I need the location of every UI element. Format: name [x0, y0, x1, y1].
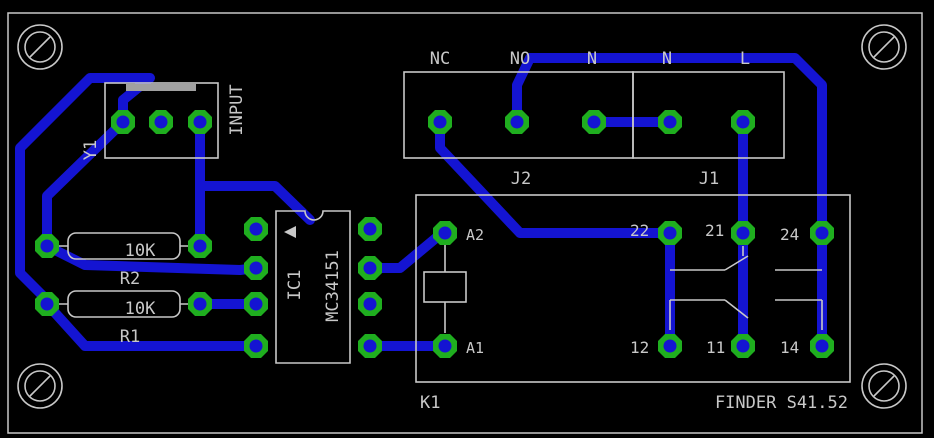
j1-outline: [632, 71, 785, 159]
ic-ref-label: IC1: [285, 270, 305, 301]
relay-contact-symbols: [669, 246, 823, 330]
ic-pad-1-drill: [249, 222, 263, 236]
ic-pad-2-drill: [249, 261, 263, 275]
trace-nc-22: [435, 117, 675, 238]
resistor-r2: [47, 232, 200, 260]
relay-contact-21-label: 21: [705, 221, 724, 240]
mounting-hole-top-left: [17, 24, 63, 70]
ic-pad-5-drill: [363, 339, 377, 353]
r2-value-label: 10K: [125, 241, 156, 261]
j2-pin-label-no: NO: [510, 49, 530, 69]
relay-part-label: FINDER S41.52: [715, 393, 848, 413]
input-pad-2-drill: [154, 115, 168, 129]
trace-input-right: [195, 117, 315, 225]
pads: [35, 110, 834, 358]
ic-pad-6-drill: [363, 297, 377, 311]
relay-22-pad-drill: [663, 226, 677, 240]
relay-11-pad-drill: [736, 339, 750, 353]
r2-pad-2-drill: [193, 239, 207, 253]
mounting-hole-top-right: [861, 24, 907, 70]
relay-21-pad-drill: [736, 226, 750, 240]
ic-pad-4-drill: [249, 339, 263, 353]
ic-pad-8-drill: [363, 222, 377, 236]
trace-ic-pin2: [42, 117, 128, 251]
j1-ref-label: J1: [699, 169, 719, 189]
relay-contact-24-label: 24: [780, 225, 799, 244]
ic-outline: [275, 210, 351, 364]
y1-ref-label: Y1: [81, 140, 101, 160]
board-outline: [7, 12, 923, 434]
r1-pad-1-drill: [40, 297, 54, 311]
j2-pin-label-n: N: [587, 49, 597, 69]
mounting-hole-bottom-right: [861, 363, 907, 409]
relay-14-pad-drill: [815, 339, 829, 353]
j1-pin-label-l: L: [740, 49, 750, 69]
j2-n-pad-drill: [587, 115, 601, 129]
relay-contact-22-label: 22: [630, 221, 649, 240]
j1-pin-label-n: N: [662, 49, 672, 69]
input-connector-outline: [104, 82, 219, 159]
r1-pad-2-drill: [193, 297, 207, 311]
r1-value-label: 10K: [125, 299, 156, 319]
trace-no: [512, 53, 827, 351]
j1-n-pad-drill: [663, 115, 677, 129]
ic-part-label: MC34151: [323, 250, 343, 322]
relay-a1-label: A1: [466, 339, 484, 357]
input-pad-3-drill: [193, 115, 207, 129]
resistor-r1: [47, 290, 200, 318]
ic-pad-3-drill: [249, 297, 263, 311]
input-connector-tab: [126, 84, 196, 91]
relay-contact-14-label: 14: [780, 338, 799, 357]
input-label: INPUT: [227, 84, 247, 135]
relay-coil-symbol: [423, 271, 467, 303]
trace-input-left: [15, 73, 155, 305]
ic-pin1-marker: [284, 226, 296, 238]
relay-a2-label: A2: [466, 226, 484, 244]
trace-r1-gnd: [42, 299, 261, 351]
j2-ref-label: J2: [511, 169, 531, 189]
ic-pad-7-drill: [363, 261, 377, 275]
relay-outline: [415, 194, 851, 383]
relay-contact-12-label: 12: [630, 338, 649, 357]
j2-no-pad-drill: [510, 115, 524, 129]
j1-l-pad-drill: [736, 115, 750, 129]
input-pad-1-drill: [116, 115, 130, 129]
relay-12-pad-drill: [663, 339, 677, 353]
mounting-hole-bottom-left: [17, 363, 63, 409]
relay-contact-11-label: 11: [706, 338, 725, 357]
r1-ref-label: R1: [120, 327, 140, 347]
relay-ref-label: K1: [420, 393, 440, 413]
j2-pin-label-nc: NC: [430, 49, 450, 69]
relay-a2-pad-drill: [438, 226, 452, 240]
relay-a1-pad-drill: [438, 339, 452, 353]
r2-pad-1-drill: [40, 239, 54, 253]
r2-ref-label: R2: [120, 269, 140, 289]
relay-24-pad-drill: [815, 226, 829, 240]
j2-nc-pad-drill: [433, 115, 447, 129]
